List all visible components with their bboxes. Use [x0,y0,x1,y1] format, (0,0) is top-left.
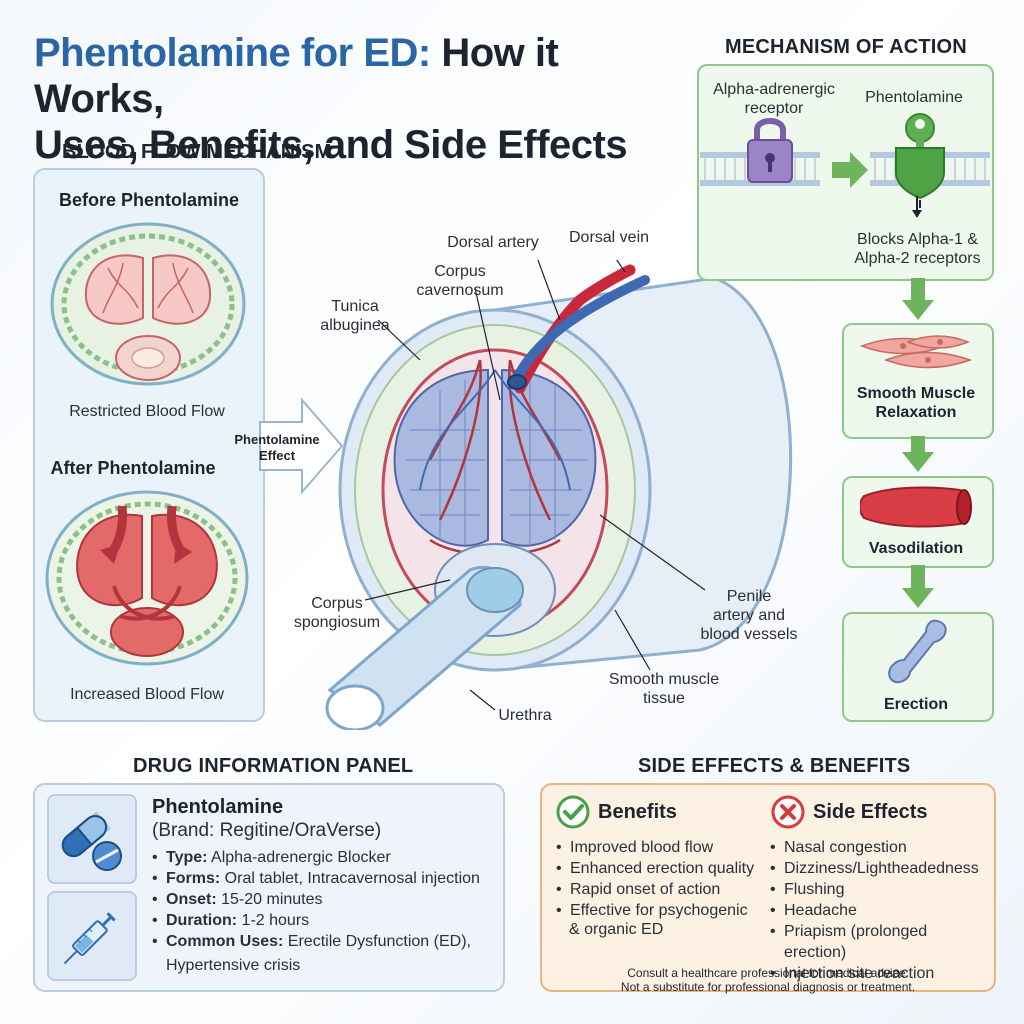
restricted-label: Restricted Blood Flow [69,403,225,420]
receptor-1: Alpha-adrenergic [713,81,835,98]
tunica-1: Tunica [331,298,379,315]
smooth-muscle-1: Smooth muscle [608,671,720,688]
step1-line2: Relaxation [875,404,957,421]
check-icon [556,795,590,829]
title-rest: How it Works, [34,31,559,121]
flow-arrow-3 [902,588,934,608]
vessel-icon [860,486,972,528]
blocks-2: Alpha-2 receptors [854,250,981,267]
side-effect-item: Flushing [770,879,990,900]
syringe-icon-box [47,891,137,981]
mechanism-heading: MECHANISM OF ACTION [725,36,967,58]
key-shield-icon [895,113,945,200]
effect-label-2: Effect [258,448,296,463]
penile-artery-1: Penile [726,588,772,605]
benefit-item-cont: & organic ED [569,921,664,938]
effect-label-1: Phentolamine [234,432,320,447]
corpus-cavernosum-label: Corpus cavernosum [405,262,515,300]
before-cross-section [50,222,246,386]
smooth-muscle-step-label: Smooth Muscle Relaxation [842,384,990,422]
corpus-spongiosum-label: Corpus spongiosum [282,594,392,632]
benefit-item: Enhanced erection quality [556,858,761,879]
benefit-item: Effective for psychogenic [556,900,761,921]
side-effects-title: Side Effects [813,801,928,823]
benefits-title: Benefits [598,801,677,823]
flow-arrow-2 [902,452,934,472]
dorsal-vein-label: Dorsal vein [568,229,650,246]
flow-arrow-1 [902,300,934,320]
side-effect-item: Nasal congestion [770,837,990,858]
x-icon [771,795,805,829]
before-label: Before Phentolamine [58,190,240,210]
dorsal-artery-label: Dorsal artery [447,234,539,251]
increased-label: Increased Blood Flow [70,686,224,703]
flow-stem-2 [911,436,925,454]
smooth-muscle-label: Smooth muscle tissue [594,670,734,708]
flow-stem-1 [911,278,925,302]
tunica-2: albuginea [320,317,390,334]
receptor-2: receptor [744,100,804,117]
after-cross-section [45,490,249,666]
drug-info-extra: Hypertensive crisis [166,957,301,974]
step-erection [842,612,994,722]
blocks-1: Blocks Alpha-1 & [857,231,978,248]
lock-icon [747,118,793,183]
disclaimer-2: Not a substitute for professional diagno… [620,980,916,994]
urethra-label: Urethra [498,707,552,724]
side-effect-item: Injection site reaction [770,963,990,984]
step1-line1: Smooth Muscle [856,385,976,402]
receptor-label: Alpha-adrenergic receptor [700,80,848,118]
effects-heading: SIDE EFFECTS & BENEFITS [638,755,911,777]
page-title: Phentolamine for ED: How it Works, Uses,… [34,30,694,168]
drug-info-item: Forms: Oral tablet, Intracavernosal inje… [152,868,497,889]
smooth-muscle-2: tissue [643,690,685,707]
effect-label: Phentolamine Effect [222,432,332,464]
benefits-list: Improved blood flow Enhanced erection qu… [556,837,761,921]
flow-stem-3 [911,565,925,589]
drug-info-item: Onset: 15-20 minutes [152,889,497,910]
tunica-label: Tunica albuginea [305,297,405,335]
title-line2: Uses, Benefits, and Side Effects [34,123,628,167]
corpus-cavernosum-2: cavernosum [416,282,504,299]
penile-anatomy-diagram [325,260,793,730]
drug-info-list: Type: Alpha-adrenergic Blocker Forms: Or… [152,847,497,952]
benefit-item: Improved blood flow [556,837,761,858]
muscle-cells-icon [859,335,973,369]
erection-icon [888,619,947,684]
drug-info-heading: DRUG INFORMATION PANEL [133,755,414,777]
penile-artery-3: blood vessels [700,626,798,643]
corpus-spongiosum-1: Corpus [311,595,363,612]
blocks-label: Blocks Alpha-1 & Alpha-2 receptors [845,230,990,268]
down-arrow-icon [912,196,922,218]
membrane-diagram [700,113,990,208]
syringe-icon [63,912,116,965]
benefit-item: Rapid onset of action [556,879,761,900]
pill-icon [61,811,122,871]
drug-info-item: Type: Alpha-adrenergic Blocker [152,847,497,868]
drug-name: Phentolamine [152,796,284,818]
drug-brand: (Brand: Regitine/OraVerse) [152,820,382,841]
side-effect-item: Priapism (prolonged erection) [770,921,990,963]
disclaimer-1: Consult a healthcare professional for me… [627,966,909,980]
vasodilation-label: Vasodilation [868,540,964,557]
blood-flow-heading: BLOOD FLOW MECHANISM [62,141,332,163]
side-effect-item: Dizziness/Lightheadedness [770,858,990,879]
drug-info-item: Common Uses: Erectile Dysfunction (ED), [152,931,497,952]
after-label: After Phentolamine [50,458,216,478]
corpus-cavernosum-1: Corpus [434,263,486,280]
erection-label: Erection [883,696,948,713]
side-effect-item: Headache [770,900,990,921]
pill-icon-box [47,794,137,884]
phentolamine-effect-arrow [259,398,344,494]
penile-artery-label: Penile artery and blood vessels [684,587,814,644]
disclaimer: Consult a healthcare professional for me… [540,966,996,994]
drug-info-item: Duration: 1-2 hours [152,910,497,931]
corpus-spongiosum-2: spongiosum [293,614,381,631]
side-effects-list: Nasal congestion Dizziness/Lightheadedne… [770,837,990,984]
title-accent: Phentolamine for ED: [34,31,431,75]
drug-label: Phentolamine [865,89,963,106]
penile-artery-2: artery and [712,607,786,624]
